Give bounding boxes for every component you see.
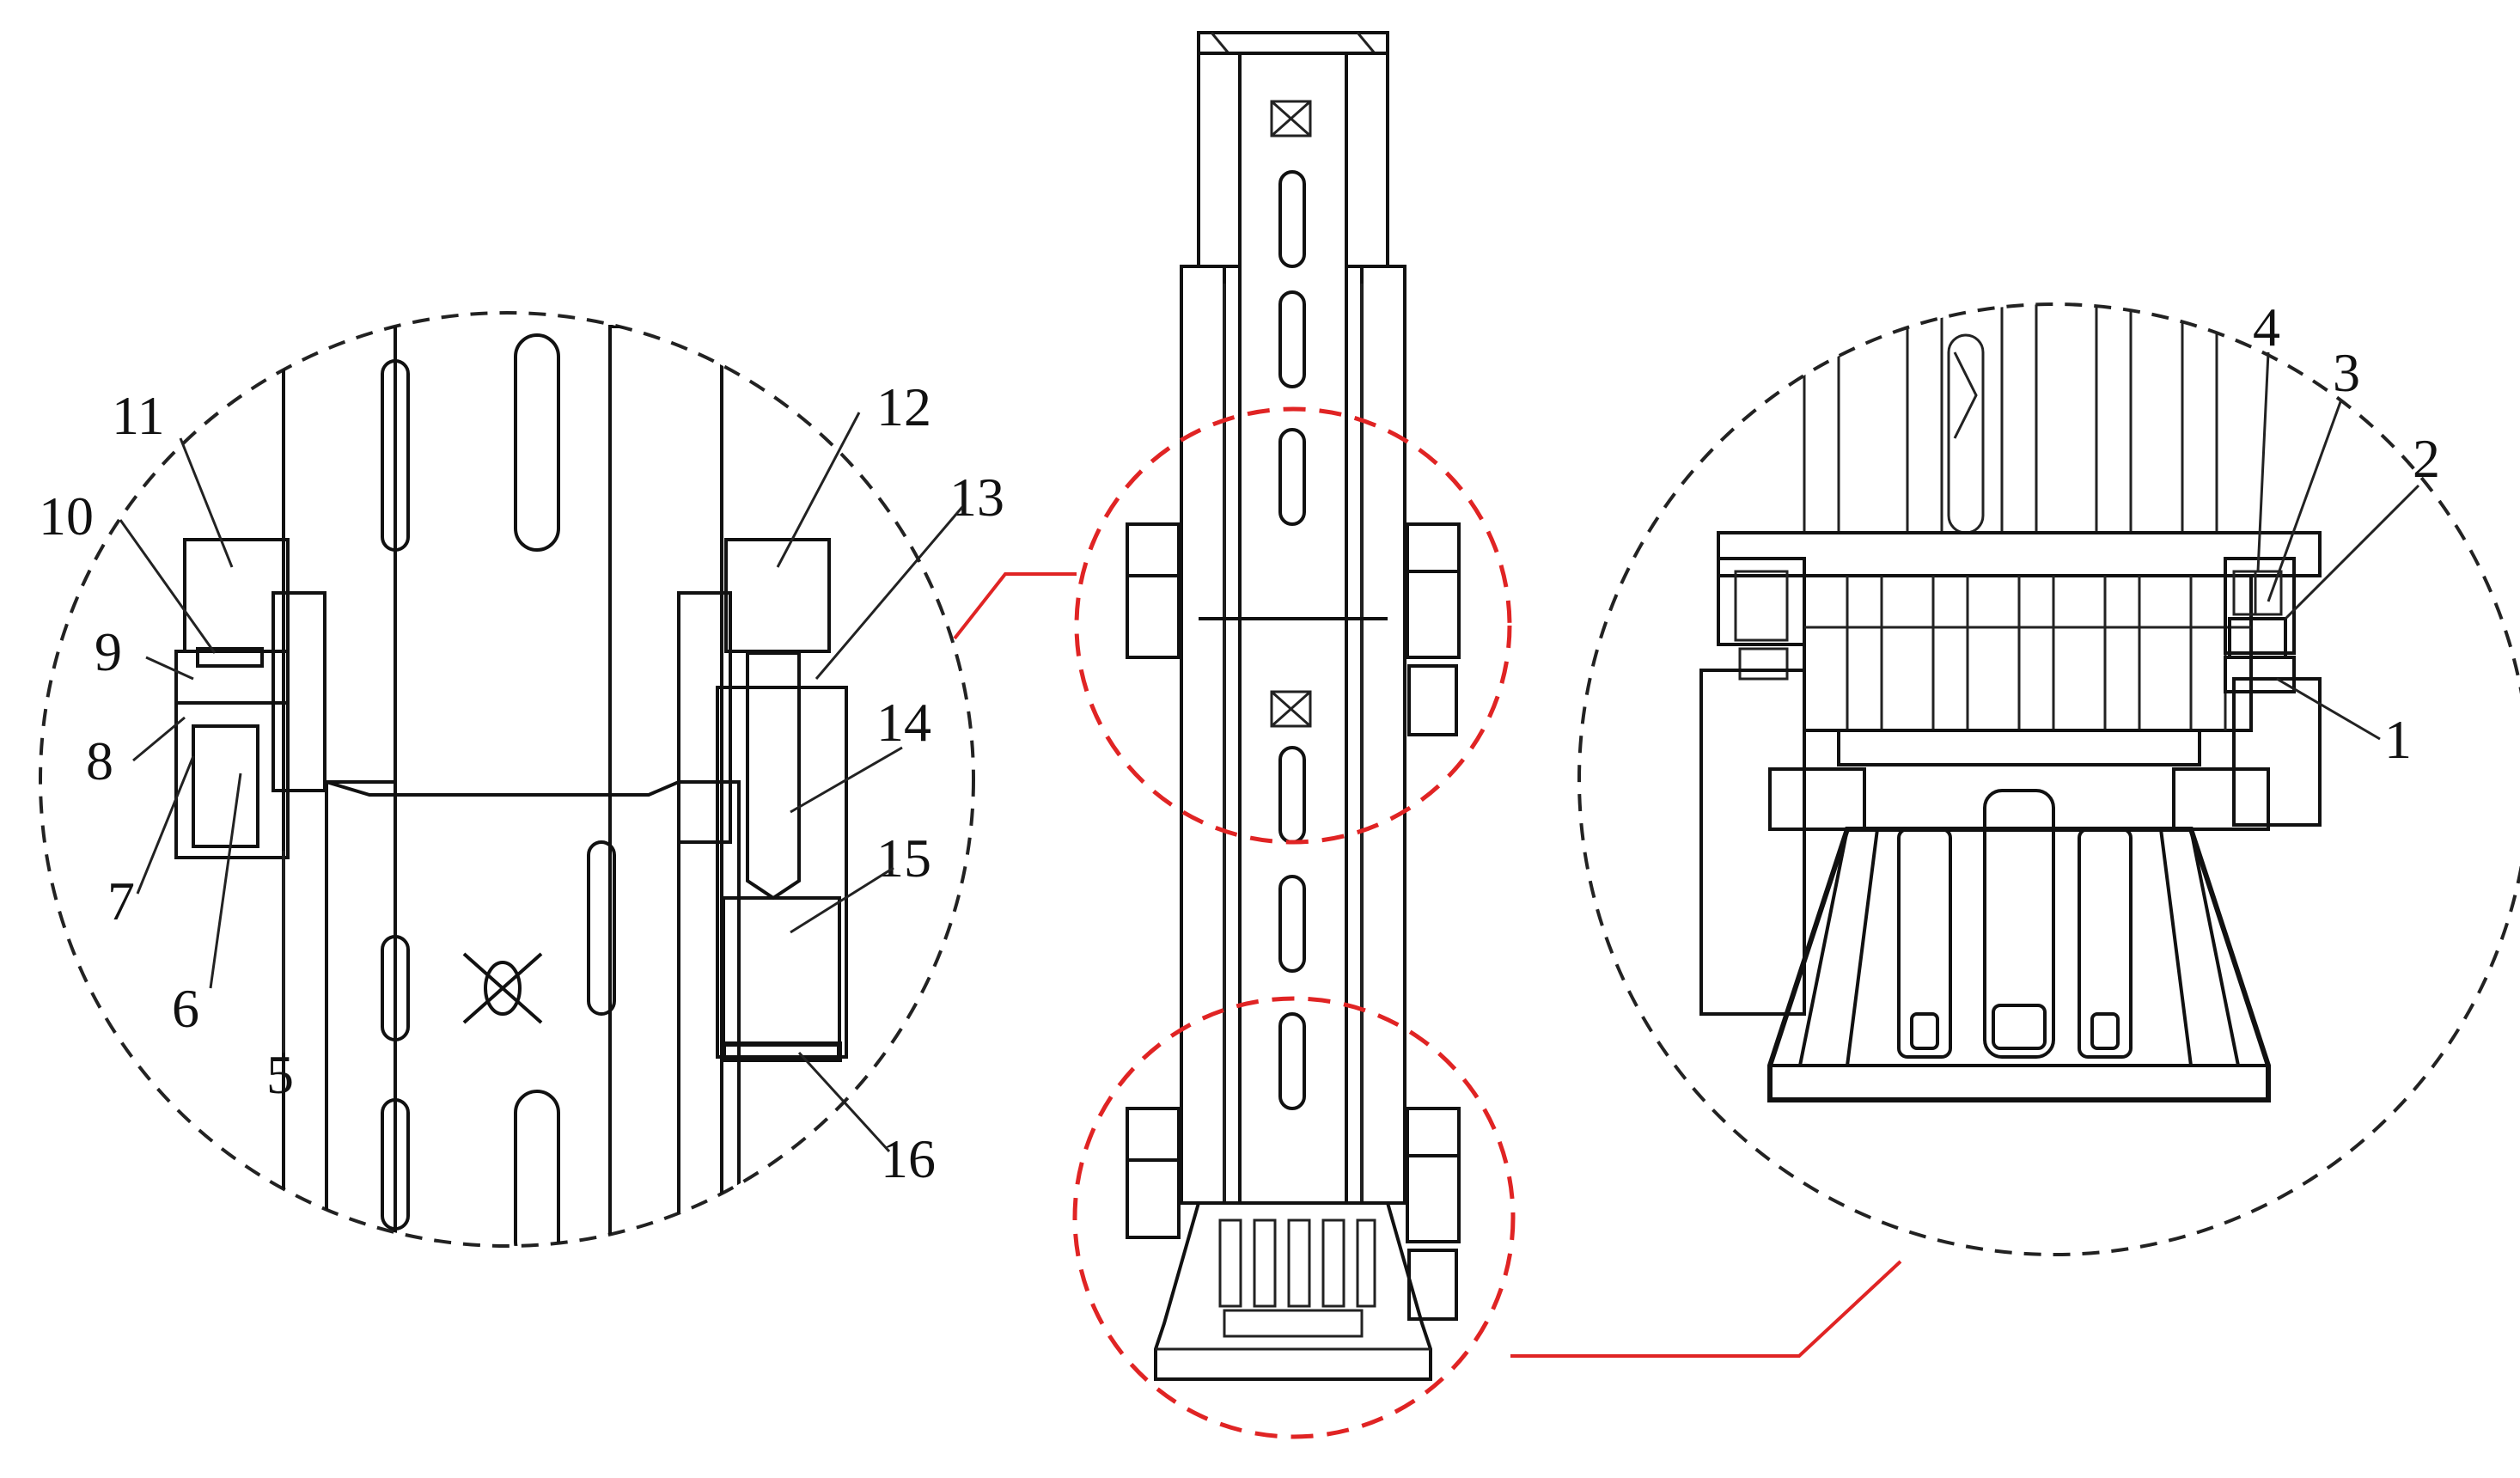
label-1: 1 (2384, 709, 2412, 770)
label-2: 2 (2413, 428, 2440, 489)
leader-left (953, 572, 1077, 640)
label-5: 5 (266, 1044, 294, 1105)
right-leaders (2256, 351, 2420, 741)
right-detail (1699, 304, 2322, 1102)
zoom-circle-joint (1074, 406, 1512, 845)
label-10: 10 (39, 486, 94, 547)
label-13: 13 (949, 467, 1004, 528)
label-15: 15 (876, 828, 931, 889)
label-7: 7 (107, 870, 135, 931)
label-14: 14 (876, 692, 931, 753)
leader-right (1510, 1260, 1902, 1358)
label-16: 16 (881, 1128, 936, 1189)
left-labels: 11 10 9 8 7 6 5 12 13 14 15 16 (39, 376, 1004, 1189)
label-9: 9 (95, 621, 122, 682)
label-3: 3 (2333, 342, 2360, 403)
detail-circle-left (39, 311, 975, 1248)
right-labels: 4 3 2 1 (2253, 296, 2440, 770)
zoom-circle-bottom (1072, 996, 1516, 1439)
label-11: 11 (112, 385, 165, 446)
left-detail (174, 325, 848, 1246)
detail-circle-right (1577, 302, 2520, 1256)
label-4: 4 (2253, 296, 2280, 357)
label-8: 8 (86, 730, 113, 791)
label-6: 6 (172, 978, 199, 1039)
center-assembly (1126, 31, 1461, 1381)
label-12: 12 (876, 376, 931, 437)
left-leaders (119, 412, 964, 1153)
